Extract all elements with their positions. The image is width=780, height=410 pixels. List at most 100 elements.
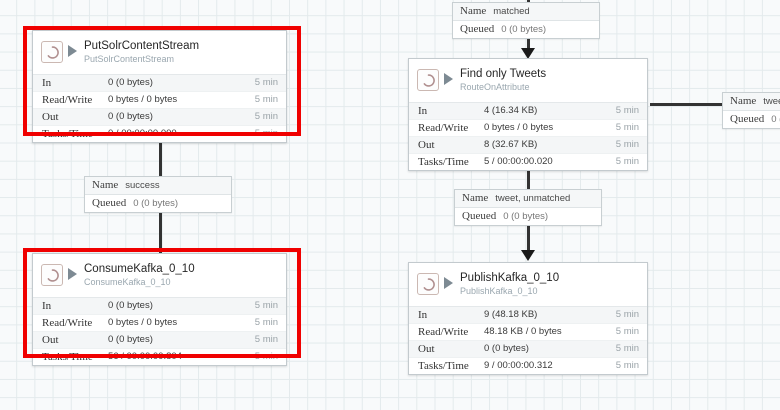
- connection-label-tweet-unmatched[interactable]: Name tweet, unmatched Queued 0 (0 bytes): [454, 189, 602, 226]
- stat-value-in: 9 (48.18 KB): [484, 309, 538, 321]
- stat-time-in: 5 min: [615, 309, 639, 321]
- stat-row-in: In 9 (48.18 KB) 5 min: [409, 306, 647, 324]
- processor-stats: In 0 (0 bytes) 5 min Read/Write 0 bytes …: [33, 73, 286, 142]
- stat-time-read-write: 5 min: [615, 122, 639, 134]
- stat-value-tasks-time: 5 / 00:00:00.020: [484, 156, 553, 168]
- processor-find-only-tweets[interactable]: Find only Tweets RouteOnAttribute In 4 (…: [408, 58, 648, 171]
- stat-row-out: Out 0 (0 bytes) 5 min: [409, 340, 647, 358]
- stat-row-in: In 4 (16.34 KB) 5 min: [409, 102, 647, 120]
- connection-name-label: Name: [92, 179, 119, 191]
- stat-time-tasks-time: 5 min: [615, 156, 639, 168]
- stat-value-out: 0 (0 bytes): [108, 111, 153, 123]
- stat-row-in: In 0 (0 bytes) 5 min: [33, 74, 286, 92]
- stat-label-out: Out: [42, 110, 59, 123]
- stat-time-out: 5 min: [254, 111, 278, 123]
- stat-time-read-write: 5 min: [254, 94, 278, 106]
- stat-label-read-write: Read/Write: [418, 121, 469, 134]
- stat-value-out: 0 (0 bytes): [108, 334, 153, 346]
- connection-queued-label: Queued: [462, 210, 497, 222]
- processor-header: PublishKafka_0_10 PublishKafka_0_10: [409, 263, 647, 306]
- stat-row-out: Out 0 (0 bytes) 5 min: [33, 108, 286, 126]
- connection-queued-label: Queued: [92, 197, 127, 209]
- connection-queued-label: Queued: [460, 23, 495, 35]
- processor-type: PublishKafka_0_10: [460, 286, 538, 297]
- processor-stats: In 9 (48.18 KB) 5 min Read/Write 48.18 K…: [409, 305, 647, 374]
- processor-icon: [41, 41, 63, 63]
- stat-row-tasks-time: Tasks/Time 5 / 00:00:00.020 5 min: [409, 154, 647, 170]
- connection-name-label: Name: [730, 95, 757, 107]
- run-status-play-icon: [444, 73, 453, 85]
- stat-label-tasks-time: Tasks/Time: [42, 350, 93, 363]
- processor-header: PutSolrContentStream PutSolrContentStrea…: [33, 31, 286, 74]
- connection-queued-value: 0 (0: [771, 113, 780, 125]
- stat-value-out: 8 (32.67 KB): [484, 139, 538, 151]
- stat-time-in: 5 min: [254, 300, 278, 312]
- stat-value-out: 0 (0 bytes): [484, 343, 529, 355]
- processor-icon: [417, 273, 439, 295]
- stat-label-in: In: [42, 76, 52, 89]
- processor-title: ConsumeKafka_0_10: [84, 263, 195, 275]
- stat-label-out: Out: [42, 333, 59, 346]
- connection-name-value: success: [125, 179, 160, 191]
- connection-name-value: tweet: [763, 95, 780, 107]
- stat-row-out: Out 8 (32.67 KB) 5 min: [409, 136, 647, 154]
- stat-label-in: In: [418, 104, 428, 117]
- stat-value-tasks-time: 0 / 00:00:00.000: [108, 128, 177, 140]
- connection-queued-label: Queued: [730, 113, 765, 125]
- stat-label-in: In: [42, 299, 52, 312]
- run-status-play-icon: [444, 277, 453, 289]
- stat-value-read-write: 0 bytes / 0 bytes: [108, 94, 178, 106]
- stat-label-read-write: Read/Write: [42, 316, 93, 329]
- connection-name-label: Name: [462, 192, 489, 204]
- stat-row-in: In 0 (0 bytes) 5 min: [33, 297, 286, 315]
- stat-row-read-write: Read/Write 0 bytes / 0 bytes 5 min: [409, 120, 647, 137]
- processor-title: Find only Tweets: [460, 68, 547, 80]
- connection-queued-value: 0 (0 bytes): [503, 210, 549, 222]
- processor-type: PutSolrContentStream: [84, 54, 175, 65]
- run-status-play-icon: [68, 45, 77, 57]
- processor-icon: [41, 264, 63, 286]
- stat-time-tasks-time: 5 min: [254, 128, 278, 140]
- stat-time-in: 5 min: [615, 105, 639, 117]
- processor-publish-kafka-0-10[interactable]: PublishKafka_0_10 PublishKafka_0_10 In 9…: [408, 262, 648, 375]
- stat-value-tasks-time: 9 / 00:00:00.312: [484, 360, 553, 372]
- stat-time-out: 5 min: [254, 334, 278, 346]
- connection-queued-value: 0 (0 bytes): [133, 197, 179, 209]
- stat-row-tasks-time: Tasks/Time 56 / 00:00:00.804 5 min: [33, 349, 286, 365]
- stat-value-read-write: 0 bytes / 0 bytes: [484, 122, 554, 134]
- stat-value-tasks-time: 56 / 00:00:00.804: [108, 351, 182, 363]
- stat-label-tasks-time: Tasks/Time: [42, 127, 93, 140]
- stat-row-read-write: Read/Write 0 bytes / 0 bytes 5 min: [33, 92, 286, 109]
- stat-row-read-write: Read/Write 48.18 KB / 0 bytes 5 min: [409, 324, 647, 341]
- connection-label-tweet-right[interactable]: Name tweet Queued 0 (0: [722, 92, 780, 129]
- stat-label-read-write: Read/Write: [418, 325, 469, 338]
- stat-time-read-write: 5 min: [615, 326, 639, 338]
- processor-consume-kafka-0-10[interactable]: ConsumeKafka_0_10 ConsumeKafka_0_10 In 0…: [32, 253, 287, 366]
- processor-stats: In 4 (16.34 KB) 5 min Read/Write 0 bytes…: [409, 101, 647, 170]
- stat-value-in: 4 (16.34 KB): [484, 105, 538, 117]
- processor-stats: In 0 (0 bytes) 5 min Read/Write 0 bytes …: [33, 296, 286, 365]
- connection-label-success[interactable]: Name success Queued 0 (0 bytes): [84, 176, 232, 213]
- connection-name-label: Name: [460, 5, 487, 17]
- processor-header: ConsumeKafka_0_10 ConsumeKafka_0_10: [33, 254, 286, 297]
- stat-time-tasks-time: 5 min: [615, 360, 639, 372]
- stat-row-tasks-time: Tasks/Time 0 / 00:00:00.000 5 min: [33, 126, 286, 142]
- connection-queued-value: 0 (0 bytes): [501, 23, 547, 35]
- connection-arrow-matched: [521, 48, 535, 59]
- stat-time-in: 5 min: [254, 77, 278, 89]
- processor-put-solr-content-stream[interactable]: PutSolrContentStream PutSolrContentStrea…: [32, 30, 287, 143]
- connection-label-matched[interactable]: Name matched Queued 0 (0 bytes): [452, 2, 600, 39]
- connection-name-value: matched: [493, 5, 530, 17]
- stat-row-tasks-time: Tasks/Time 9 / 00:00:00.312 5 min: [409, 358, 647, 374]
- connection-name-value: tweet, unmatched: [495, 192, 571, 204]
- connection-line-tweet-right[interactable]: [650, 103, 780, 106]
- stat-value-read-write: 0 bytes / 0 bytes: [108, 317, 178, 329]
- stat-label-out: Out: [418, 138, 435, 151]
- stat-value-in: 0 (0 bytes): [108, 300, 153, 312]
- processor-title: PublishKafka_0_10: [460, 272, 560, 284]
- stat-time-out: 5 min: [615, 343, 639, 355]
- stat-time-tasks-time: 5 min: [254, 351, 278, 363]
- stat-row-out: Out 0 (0 bytes) 5 min: [33, 331, 286, 349]
- stat-row-read-write: Read/Write 0 bytes / 0 bytes 5 min: [33, 315, 286, 332]
